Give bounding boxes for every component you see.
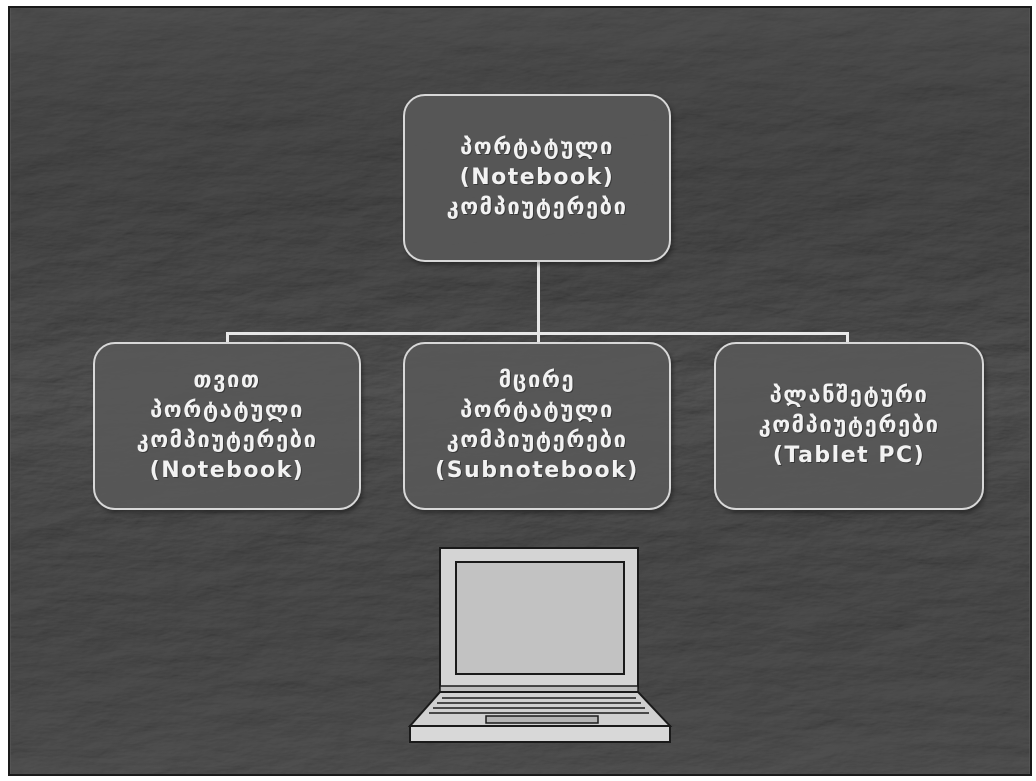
connector-right-drop [846, 332, 849, 344]
child-node-line: პორტატული [150, 398, 304, 423]
root-node-line: (Notebook) [459, 165, 615, 190]
connector-root-down [537, 260, 540, 334]
child-node-tablet-pc: პლანშეტური კომპიუტერები (Tablet PC) [714, 342, 984, 510]
root-node-line: კომპიუტერები [446, 195, 628, 220]
child-node-line: კომპიუტერები [446, 428, 628, 453]
connector-left-drop [226, 332, 229, 344]
laptop-icon [407, 547, 673, 743]
slide: პორტატული (Notebook) კომპიუტერები თვით პ… [8, 6, 1032, 776]
connector-middle-drop [537, 332, 540, 344]
child-node-line: კომპიუტერები [136, 428, 318, 453]
child-node-line: (Notebook) [149, 458, 305, 483]
child-node-subnotebook: მცირე პორტატული კომპიუტერები (Subnoteboo… [403, 342, 671, 510]
child-node-line: თვით [193, 368, 261, 393]
child-node-line: პლანშეტური [769, 383, 929, 408]
child-node-line: (Subnotebook) [435, 458, 639, 483]
root-node-portable-computers: პორტატული (Notebook) კომპიუტერები [403, 94, 671, 262]
child-node-line: მცირე [498, 368, 576, 393]
child-node-line: (Tablet PC) [772, 443, 926, 468]
child-node-notebook: თვით პორტატული კომპიუტერები (Notebook) [93, 342, 361, 510]
child-node-line: კომპიუტერები [758, 413, 940, 438]
root-node-line: პორტატული [460, 135, 614, 160]
child-node-line: პორტატული [460, 398, 614, 423]
